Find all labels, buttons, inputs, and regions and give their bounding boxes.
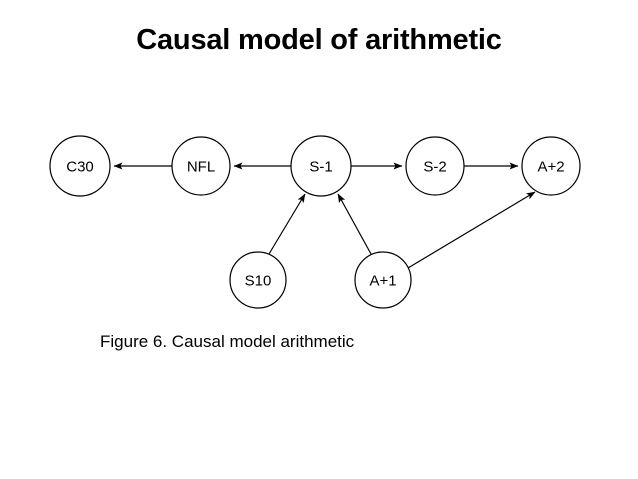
node-c30-label: C30: [66, 159, 94, 176]
node-a-plus-1-label: A+1: [369, 273, 396, 290]
figure-caption: Figure 6. Causal model arithmetic: [100, 332, 355, 351]
node-s10-label: S10: [245, 273, 272, 290]
node-nfl-label: NFL: [187, 159, 215, 176]
node-s-minus-2-label: S-2: [423, 159, 446, 176]
node-s10-circle[interactable]: [229, 251, 287, 309]
node-a-plus-2[interactable]: A+2: [521, 136, 581, 196]
node-nfl-circle[interactable]: [171, 136, 231, 196]
node-s-minus-1-circle[interactable]: [290, 135, 352, 197]
node-s-minus-2-circle[interactable]: [405, 136, 465, 196]
edge-a-1-to-s-1: [337, 193, 372, 255]
node-a-plus-1-circle[interactable]: [354, 251, 412, 309]
node-s-minus-2[interactable]: S-2: [405, 136, 465, 196]
node-s10[interactable]: S10: [229, 251, 287, 309]
node-a-plus-2-circle[interactable]: [521, 136, 581, 196]
node-c30-circle[interactable]: [49, 135, 111, 197]
edge-s10-to-s-1: [268, 193, 306, 255]
node-s-minus-1-label: S-1: [309, 159, 332, 176]
node-s-minus-1[interactable]: S-1: [290, 135, 352, 197]
node-layer: C30 NFL S-1 S-2 A+2 S10: [49, 135, 581, 309]
node-a-plus-2-label: A+2: [537, 159, 564, 176]
page-title: Causal model of arithmetic: [136, 24, 502, 56]
node-c30[interactable]: C30: [49, 135, 111, 197]
node-nfl[interactable]: NFL: [171, 136, 231, 196]
edge-a-1-to-a-2: [407, 191, 536, 269]
node-a-plus-1[interactable]: A+1: [354, 251, 412, 309]
edge-layer: [113, 162, 536, 269]
